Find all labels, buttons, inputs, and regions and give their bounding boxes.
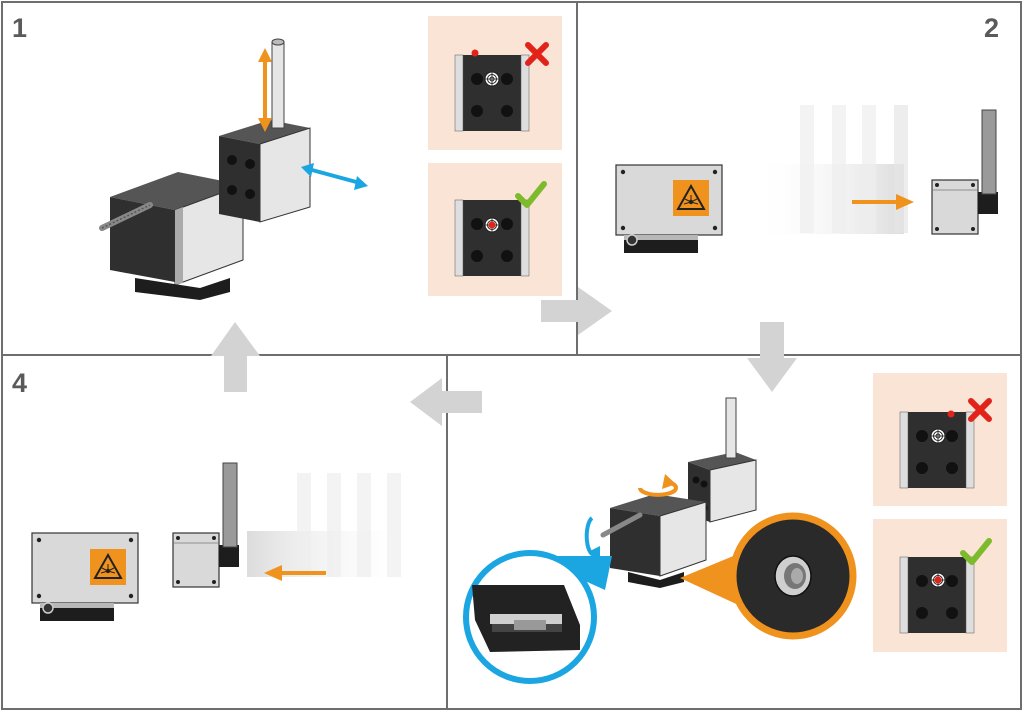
step-4-number: 4 (12, 368, 27, 398)
inset-aligned (873, 519, 1007, 652)
step-2-number: 2 (984, 13, 999, 43)
zoom-detail-orange (680, 512, 857, 640)
laser-beam (752, 105, 908, 234)
inset-aligned (428, 163, 562, 296)
laser-head-device (600, 494, 707, 588)
sensor-block-device (172, 462, 240, 588)
step-2-panel (615, 105, 999, 254)
step-4-panel (31, 462, 417, 622)
laser-spot (934, 576, 942, 584)
laser-warning-icon (672, 179, 710, 217)
laser-spot (471, 49, 479, 57)
target-crosshair-icon (930, 428, 946, 444)
laser-spot (488, 221, 496, 229)
sensor-block-device (219, 38, 311, 223)
laser-spot (947, 410, 955, 418)
flow-arrow-icon (211, 287, 797, 426)
move-arrow-icon (852, 194, 914, 210)
step-1-panel (99, 16, 562, 300)
horizontal-adjust-arrow-icon (301, 163, 368, 190)
vertical-adjust-arrow-icon (258, 48, 272, 132)
rotate-arrow-icon (584, 516, 600, 560)
move-arrow-icon (264, 565, 326, 581)
step-3-panel (463, 373, 1007, 684)
target-crosshair-icon (484, 71, 500, 87)
sensor-block-device (931, 109, 999, 235)
zoom-detail-blue (463, 550, 612, 684)
laser-beam (247, 473, 417, 577)
step-1-number: 1 (12, 13, 27, 43)
laser-warning-icon (89, 548, 127, 586)
rotate-arrow-icon (638, 474, 678, 497)
inset-misaligned (873, 373, 1007, 506)
inset-misaligned (428, 16, 562, 150)
